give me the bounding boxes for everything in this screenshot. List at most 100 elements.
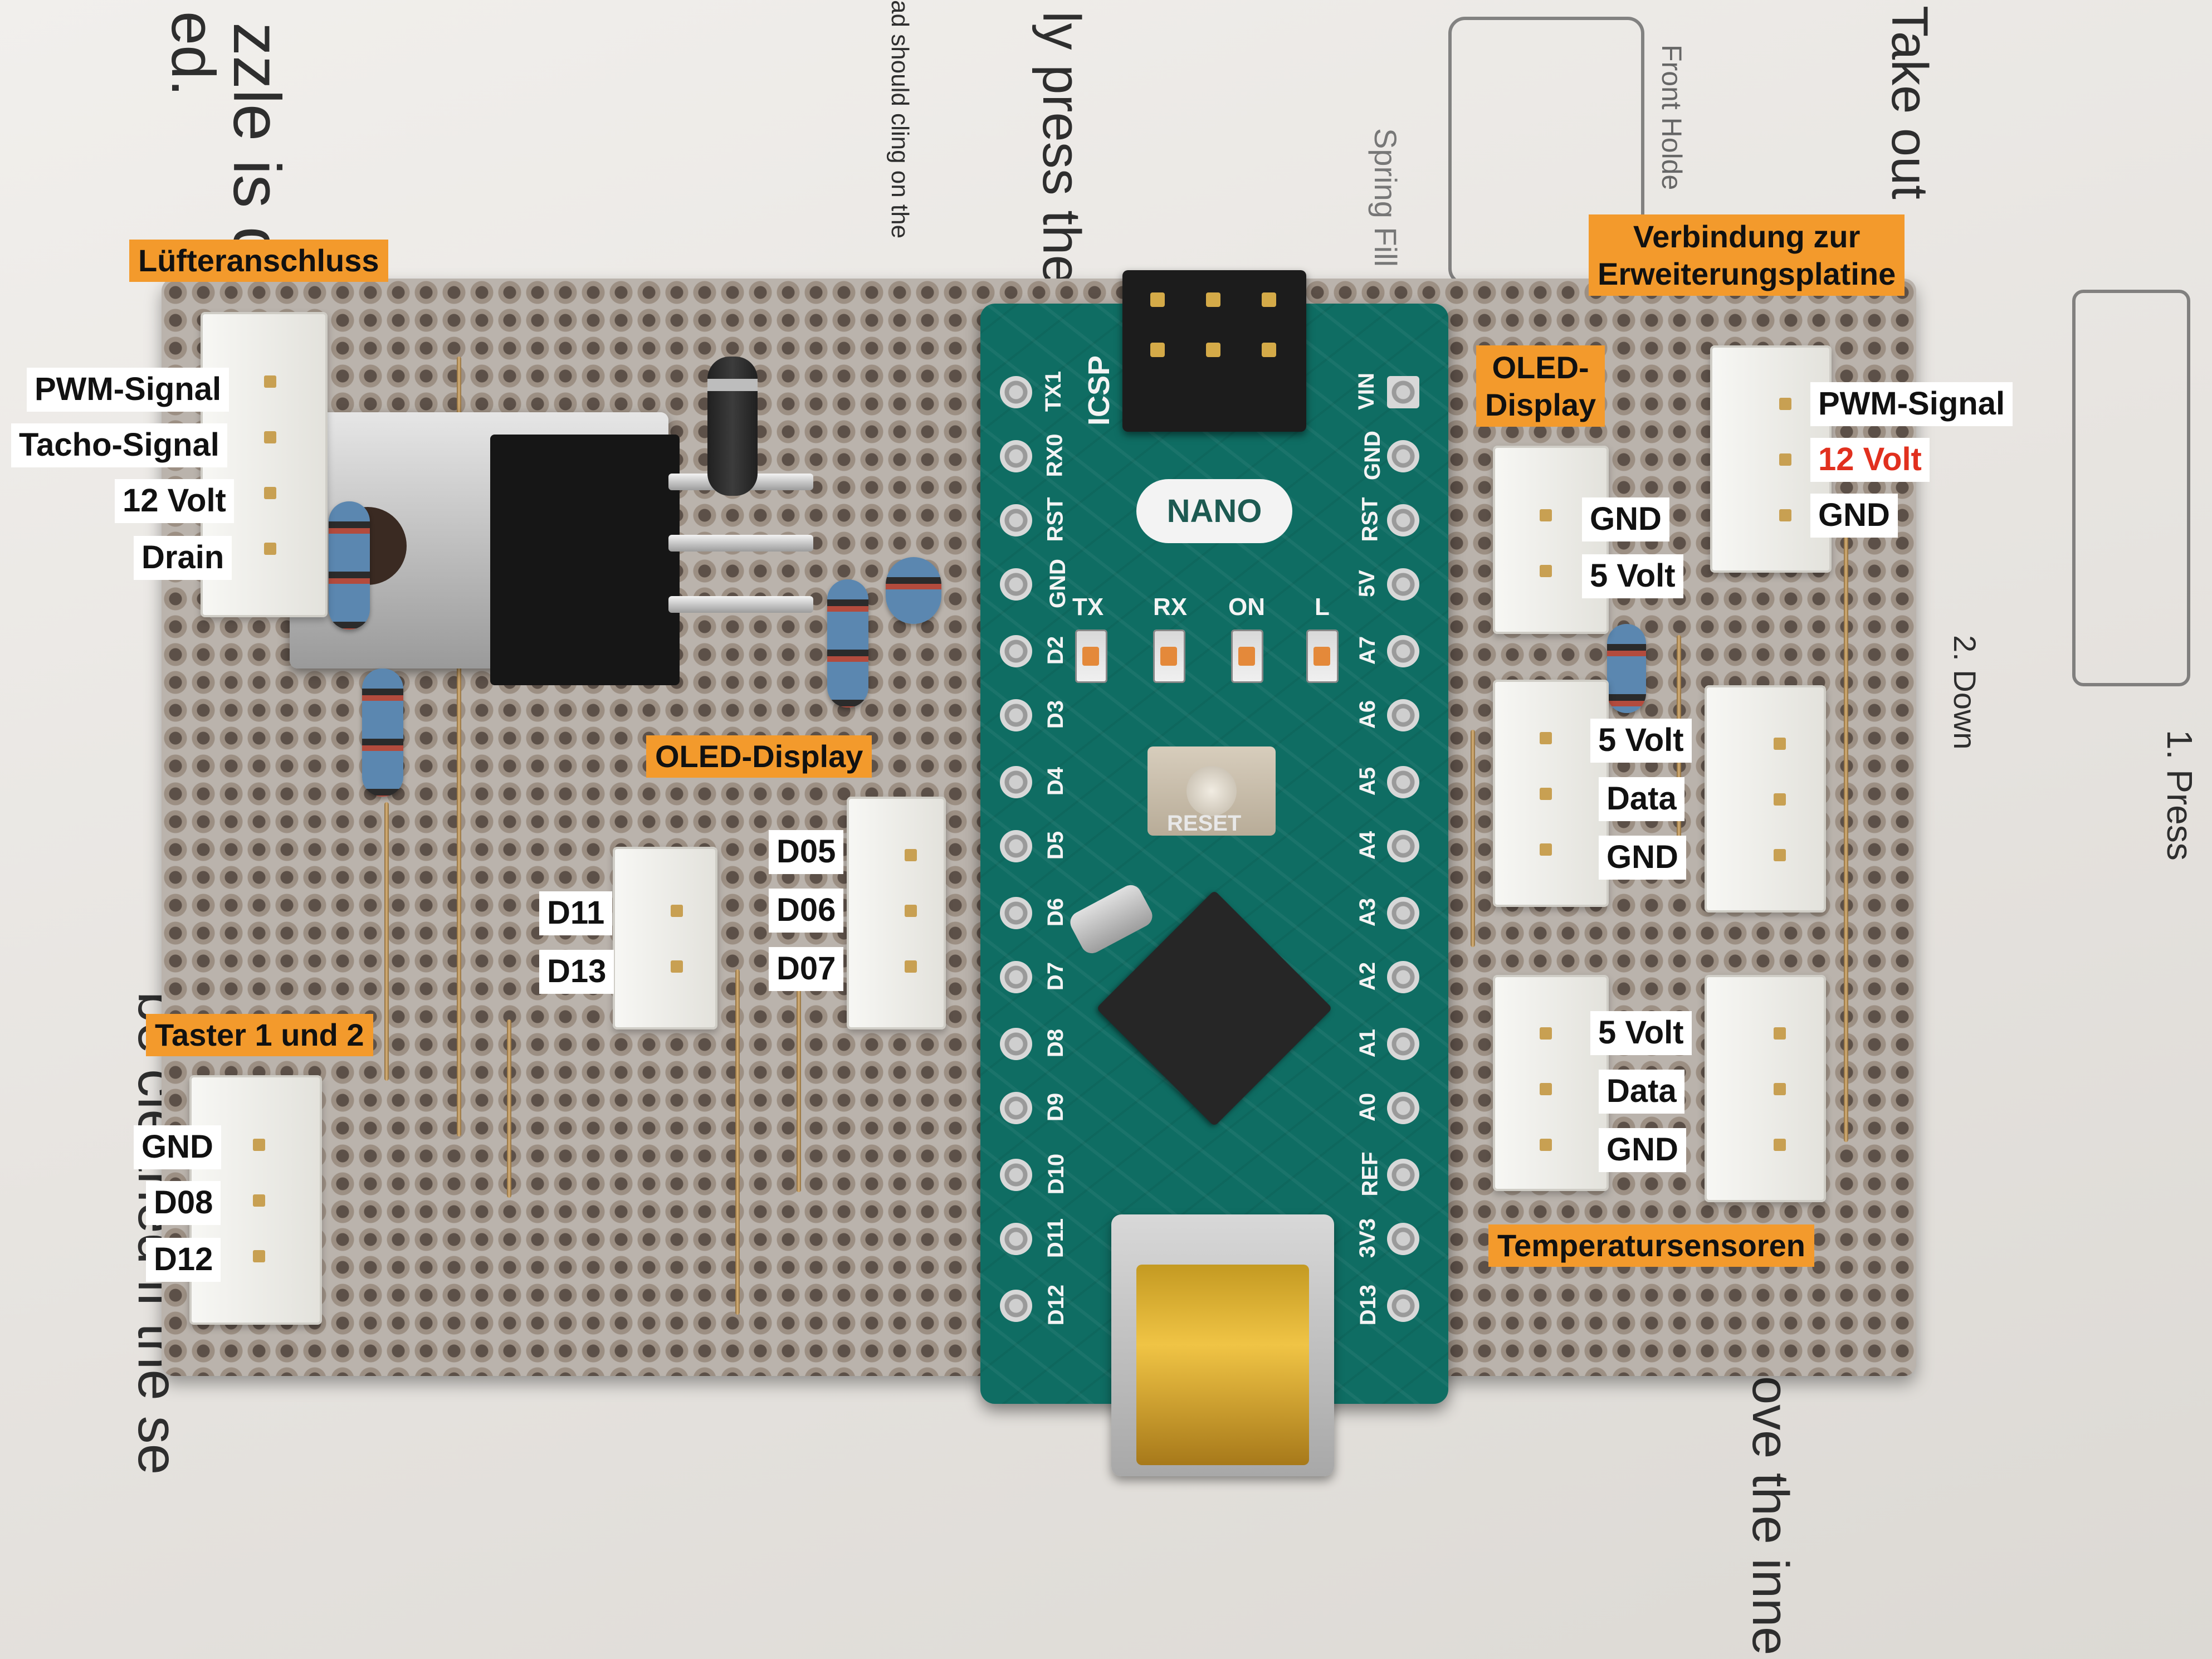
pin-hole <box>1387 635 1419 667</box>
pin-hole <box>1387 897 1419 929</box>
temp-sensor-connector <box>1493 975 1609 1191</box>
pin-hole <box>1387 1223 1419 1255</box>
temp-sensor-connector <box>1493 680 1609 907</box>
pin-hole <box>1387 1290 1419 1322</box>
oled-left-connector-a <box>613 847 717 1029</box>
pin-label: A6 <box>1355 700 1380 729</box>
paper-drawing <box>2072 290 2190 686</box>
fan-pin-label: 12 Volt <box>115 479 234 523</box>
pin-label: RX0 <box>1042 433 1067 477</box>
wire <box>384 802 389 1081</box>
pin-hole <box>1000 1290 1032 1322</box>
nano-badge: NANO <box>1136 479 1292 543</box>
oled-right-pin-label: 5 Volt <box>1582 554 1683 598</box>
oled-right-pin-label: GND <box>1582 497 1669 541</box>
pin-hole <box>1000 1028 1032 1060</box>
transistor-body <box>490 435 680 685</box>
pin-hole <box>1000 961 1032 993</box>
oled-right-title-line1: OLED- <box>1492 350 1589 385</box>
pin-hole <box>1000 504 1032 536</box>
fan-pin-label: Drain <box>134 536 232 580</box>
pin-hole <box>1387 766 1419 798</box>
arduino-nano-board <box>980 304 1448 1404</box>
pin-label: D3 <box>1043 700 1068 729</box>
extension-pin-label: PWM-Signal <box>1810 382 2013 426</box>
diode <box>707 357 758 496</box>
fan-pin-label: Tacho-Signal <box>11 423 227 467</box>
pin-hole <box>1387 504 1419 536</box>
pin-hole <box>1387 1159 1419 1191</box>
resistor <box>1607 624 1646 713</box>
paper-text: ove the inne <box>1742 1376 1799 1656</box>
wire <box>797 958 801 1192</box>
oled-left-pin-label: D06 <box>769 889 844 933</box>
paper-text: ad should cling on the <box>886 0 914 239</box>
paper-text: 1. Press <box>2160 730 2200 861</box>
pin-label: D13 <box>1356 1284 1381 1326</box>
led-label-tx: TX <box>1072 593 1104 621</box>
pin-label: D11 <box>1043 1218 1068 1258</box>
pin-label: 5V <box>1354 570 1379 597</box>
transistor-leg <box>668 596 813 613</box>
pin-hole <box>1387 830 1419 862</box>
pin-label: D6 <box>1043 897 1068 927</box>
pin-label: A0 <box>1355 1092 1380 1122</box>
pin-hole <box>1387 376 1419 408</box>
paper-text: Front Holde <box>1656 45 1687 191</box>
led-label-on: ON <box>1228 593 1265 621</box>
pin-label: 3V3 <box>1355 1218 1380 1258</box>
pin-hole <box>1000 766 1032 798</box>
pin-hole <box>1000 376 1032 408</box>
wire <box>507 1019 511 1198</box>
led-label-rx: RX <box>1153 593 1188 621</box>
oled-left-title: OLED-Display <box>646 735 872 778</box>
pin-hole <box>1387 440 1419 472</box>
pin-label: D5 <box>1043 831 1068 860</box>
pin-hole <box>1387 961 1419 993</box>
buttons-title: Taster 1 und 2 <box>146 1014 373 1057</box>
pin-hole <box>1000 897 1032 929</box>
paper-text: Spring Fill <box>1368 128 1403 267</box>
pin-label: A3 <box>1355 897 1380 927</box>
oled-left-pin-label: D07 <box>769 947 844 991</box>
temp-sensors-title: Temperatursensoren <box>1488 1224 1814 1267</box>
oled-left-pin-label: D05 <box>769 830 844 874</box>
pin-label: D9 <box>1043 1092 1068 1122</box>
mini-usb-port <box>1111 1214 1334 1476</box>
fan-pin-label: PWM-Signal <box>27 368 229 412</box>
led-rx <box>1153 630 1185 683</box>
extension-pin-label: GND <box>1810 494 1898 538</box>
pin-label: A1 <box>1355 1028 1380 1058</box>
pin-label: A4 <box>1355 831 1380 860</box>
temp-sensor-pin-label: GND <box>1599 1128 1686 1172</box>
pin-label: VIN <box>1354 373 1379 410</box>
button-pin-label: D08 <box>146 1181 221 1225</box>
pin-hole <box>1387 1028 1419 1060</box>
pin-hole <box>1000 1159 1032 1191</box>
pin-label: A7 <box>1355 636 1380 665</box>
pin-label: A5 <box>1355 767 1380 796</box>
temp-sensor-pin-label: 5 Volt <box>1590 719 1692 763</box>
icsp-label: ICSP <box>1082 355 1116 426</box>
transistor-leg <box>668 535 813 552</box>
temp-sensor-pin-label: GND <box>1599 836 1686 880</box>
button-pin-label: D12 <box>146 1238 221 1282</box>
pin-label: D7 <box>1043 962 1068 991</box>
pin-hole <box>1387 568 1419 601</box>
oled-right-title-line2: Display <box>1485 387 1596 423</box>
pin-hole <box>1000 1223 1032 1255</box>
extension-title-line2: Erweiterungsplatine <box>1598 256 1896 292</box>
pin-hole <box>1000 635 1032 667</box>
pin-hole <box>1387 1092 1419 1124</box>
fan-connector-title: Lüfteranschluss <box>129 240 388 282</box>
pin-label: GND <box>1045 559 1070 608</box>
reset-label: RESET <box>1167 811 1242 836</box>
pin-label: RST <box>1358 497 1383 542</box>
led-on <box>1231 630 1263 683</box>
pin-label: TX1 <box>1041 370 1066 412</box>
pin-hole <box>1000 699 1032 731</box>
extension-title-line1: Verbindung zur <box>1633 219 1861 254</box>
temp-sensor-pin-label: 5 Volt <box>1590 1011 1692 1055</box>
temp-sensor-pin-label: Data <box>1599 1070 1684 1114</box>
wire <box>1844 535 1848 1142</box>
